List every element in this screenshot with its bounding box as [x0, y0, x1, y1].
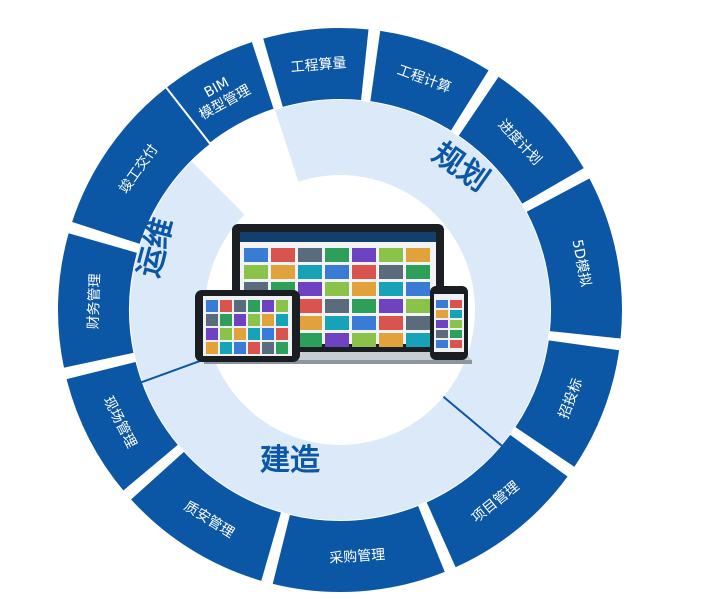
dashboard-tile	[379, 282, 403, 296]
dashboard-tile	[406, 333, 430, 347]
dashboard-tile	[298, 282, 322, 296]
dashboard-tile	[262, 314, 274, 326]
dashboard-tile	[262, 328, 274, 340]
dashboard-tile	[450, 300, 462, 308]
dashboard-tile	[248, 314, 260, 326]
dashboard-tile	[406, 265, 430, 279]
dashboard-tile	[436, 340, 448, 348]
dashboard-tile	[298, 265, 322, 279]
dashboard-tile	[325, 265, 349, 279]
dashboard-tile	[276, 314, 288, 326]
dashboard-tile	[406, 248, 430, 262]
dashboard-tile	[352, 248, 376, 262]
dashboard-tile	[206, 342, 218, 354]
dashboard-tile	[248, 300, 260, 312]
dashboard-tile	[325, 248, 349, 262]
dashboard-tile	[298, 333, 322, 347]
dashboard-tile	[262, 342, 274, 354]
dashboard-tile	[406, 299, 430, 313]
dashboard-tile	[379, 333, 403, 347]
segment-label-fin: 财务管理	[86, 273, 104, 330]
dashboard-tile	[406, 282, 430, 296]
dashboard-tile	[352, 282, 376, 296]
dashboard-tile	[234, 314, 246, 326]
devices-illustration	[195, 224, 472, 364]
dashboard-tile	[325, 316, 349, 330]
dashboard-tile	[352, 316, 376, 330]
dashboard-tile	[244, 265, 268, 279]
dashboard-tile	[436, 300, 448, 308]
phase-label-build: 建造	[260, 443, 320, 478]
dashboard-tile	[262, 300, 274, 312]
dashboard-tile	[436, 330, 448, 338]
dashboard-tile	[352, 265, 376, 279]
dashboard-tile	[206, 300, 218, 312]
inner-ring	[129, 100, 550, 521]
dashboard-tile	[450, 330, 462, 338]
dashboard-tile	[220, 300, 232, 312]
segment-label-proc: 采购管理	[329, 547, 386, 567]
phone-icon	[430, 286, 468, 360]
tablet-icon	[195, 290, 300, 362]
dashboard-tile	[379, 265, 403, 279]
dashboard-tile	[352, 333, 376, 347]
dashboard-tile	[220, 328, 232, 340]
dashboard-tile	[234, 328, 246, 340]
dashboard-tile	[248, 342, 260, 354]
inner-phase-ring	[129, 100, 550, 521]
dashboard-tile	[325, 333, 349, 347]
dashboard-tile	[248, 328, 260, 340]
dashboard-tile	[379, 316, 403, 330]
dashboard-tile	[298, 316, 322, 330]
dashboard-tile	[450, 310, 462, 318]
segment-proc	[270, 503, 448, 594]
dashboard-tile	[325, 282, 349, 296]
dashboard-tile	[298, 299, 322, 313]
dashboard-tile	[325, 299, 349, 313]
outer-ring: BIM模型管理工程算量工程计算进度计划5D模拟招投标项目管理采购管理质安管理现场…	[56, 26, 624, 594]
dashboard-tile	[206, 314, 218, 326]
dashboard-tile	[379, 248, 403, 262]
dashboard-tile	[450, 320, 462, 328]
segment-label-qty: 工程算量	[290, 55, 347, 76]
dashboard-tile	[298, 248, 322, 262]
dashboard-tile	[276, 300, 288, 312]
dashboard-tile	[244, 248, 268, 262]
segment-sched	[456, 73, 587, 207]
dashboard-tile	[352, 299, 376, 313]
dashboard-tile	[234, 342, 246, 354]
dashboard-tile	[276, 328, 288, 340]
phase-divider	[442, 396, 505, 449]
dashboard-tile	[436, 320, 448, 328]
dashboard-tile	[271, 265, 295, 279]
dashboard-tile	[276, 342, 288, 354]
dashboard-tile	[220, 342, 232, 354]
dashboard-tile	[406, 316, 430, 330]
dashboard-tile	[379, 299, 403, 313]
ring-notch	[209, 108, 299, 204]
dashboard-tile	[271, 248, 295, 262]
dashboard-tile	[220, 314, 232, 326]
dashboard-tile	[436, 310, 448, 318]
dashboard-tile	[450, 340, 462, 348]
dashboard-tile	[206, 328, 218, 340]
dashboard-tile	[234, 300, 246, 312]
